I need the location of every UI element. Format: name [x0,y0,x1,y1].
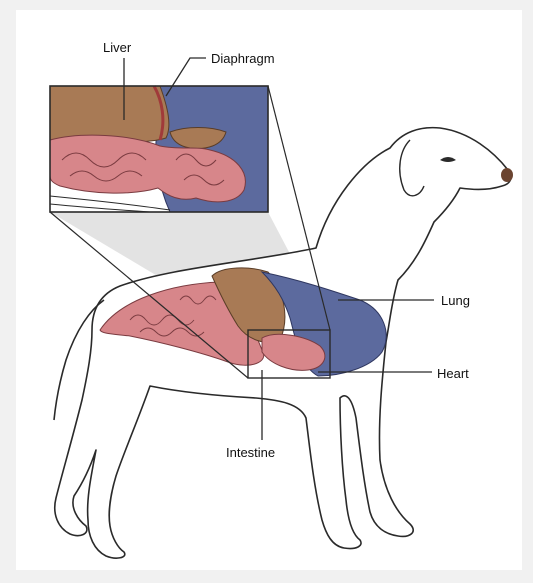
dog-nose [501,168,513,182]
label-intestine: Intestine [226,445,275,460]
label-heart: Heart [437,366,469,381]
inset-view [50,86,268,212]
label-liver: Liver [103,40,132,55]
inset-liver [50,86,169,142]
label-diaphragm: Diaphragm [211,51,275,66]
label-lung: Lung [441,293,470,308]
